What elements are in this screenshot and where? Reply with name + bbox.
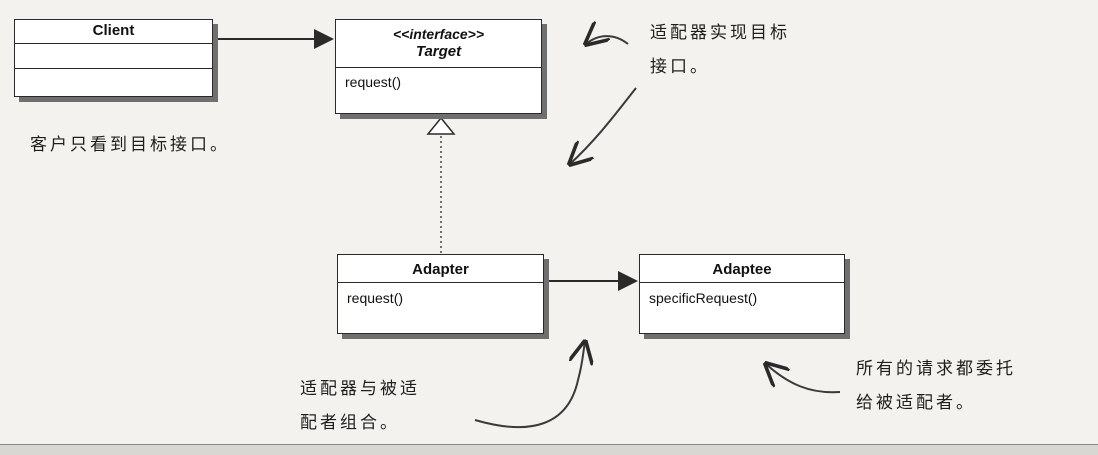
note-arrow-implements-down <box>570 87 637 164</box>
target-operations-section: request() <box>336 68 541 112</box>
client-operations-section <box>15 69 212 95</box>
client-attributes-section <box>15 44 212 69</box>
note-requests-delegated-line2: 给被适配者。 <box>856 393 976 413</box>
note-client-sees-interface: 客户只看到目标接口。 <box>30 135 230 155</box>
adapter-class: Adapter request() <box>337 254 544 334</box>
adaptee-operation: specificRequest() <box>649 290 758 306</box>
adapter-operations-section: request() <box>338 283 543 333</box>
note-adapter-implements-line1: 适配器实现目标 <box>650 23 790 43</box>
note-requests-delegated-line1: 所有的请求都委托 <box>856 359 1016 379</box>
client-class-name: Client <box>15 20 212 44</box>
target-interface: <<interface>> Target request() <box>335 19 542 114</box>
note-adapter-composed-line2: 配者组合。 <box>300 413 400 433</box>
adapter-operation: request() <box>347 290 404 306</box>
adapter-class-name: Adapter <box>338 255 543 283</box>
adaptee-class: Adaptee specificRequest() <box>639 254 845 334</box>
note-arrow-composed <box>474 342 585 428</box>
realization-triangle <box>426 116 456 135</box>
adaptee-operations-section: specificRequest() <box>640 283 844 333</box>
page-bottom-edge <box>0 444 1098 455</box>
target-stereotype: <<interface>> <box>392 26 485 42</box>
note-adapter-composed: 适配器与被适 配者组合。 <box>300 372 420 440</box>
note-adapter-implements: 适配器实现目标 接口。 <box>650 16 790 84</box>
target-name: Target <box>415 43 462 60</box>
note-adapter-composed-line1: 适配器与被适 <box>300 379 420 399</box>
target-operation: request() <box>345 74 402 90</box>
note-adapter-implements-line2: 接口。 <box>650 57 710 77</box>
client-class: Client <box>14 19 213 97</box>
note-requests-delegated: 所有的请求都委托 给被适配者。 <box>856 352 1016 420</box>
note-arrow-delegated <box>766 364 841 394</box>
target-header: <<interface>> Target <box>336 20 541 68</box>
adaptee-class-name: Adaptee <box>640 255 844 283</box>
note-arrow-implements-curl <box>586 36 629 44</box>
